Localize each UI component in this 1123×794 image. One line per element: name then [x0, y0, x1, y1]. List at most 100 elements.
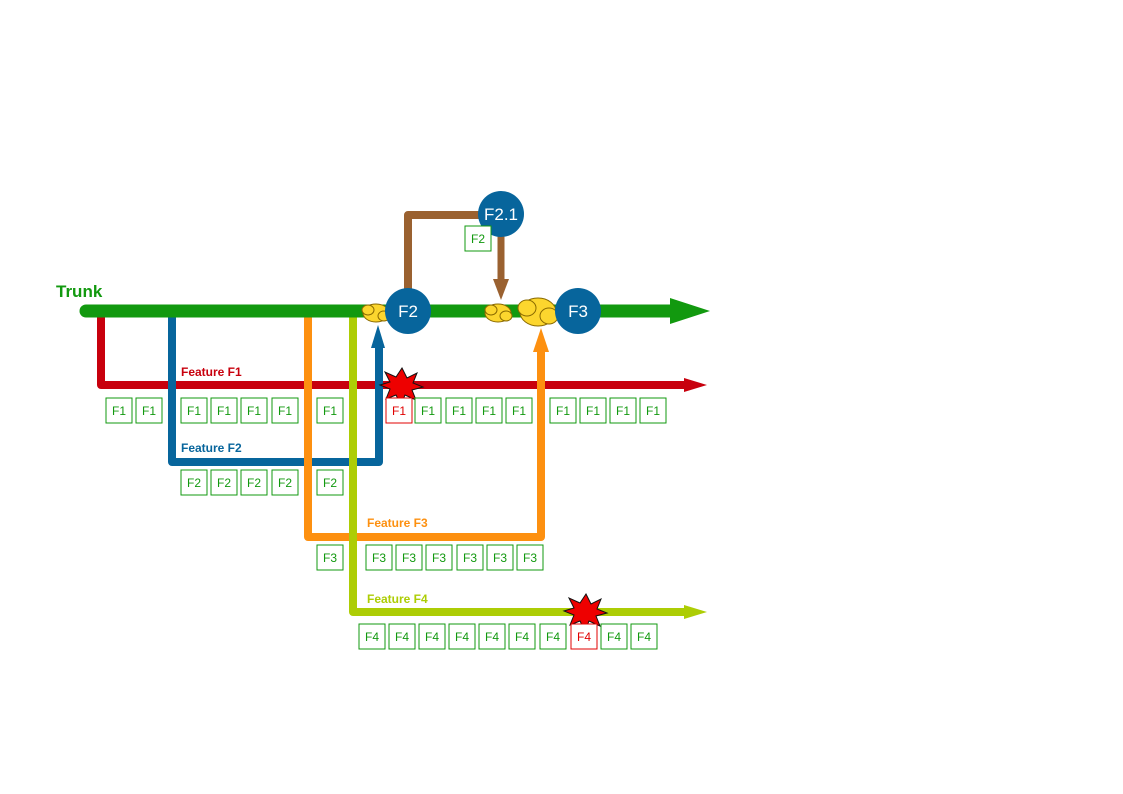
branch-f3-line: [304, 309, 549, 541]
commit-label: F1: [482, 404, 496, 418]
branch-f4-line: [349, 309, 707, 619]
trunk-arrowhead: [670, 298, 710, 324]
branch-f1-label: Feature F1: [181, 365, 242, 379]
commit-label: F1: [556, 404, 570, 418]
branch-f3-merge-arrowhead: [533, 328, 549, 352]
branch-f2-label: Feature F2: [181, 441, 242, 455]
commit-f4-7: F4: [539, 623, 567, 650]
commit-f3-5: F3: [456, 544, 484, 571]
commit-label: F1: [187, 404, 201, 418]
branch-f4-arrowhead: [684, 605, 707, 619]
commit-label: F1: [247, 404, 261, 418]
commit-label: F2: [187, 476, 201, 490]
commit-f3-1: F3: [316, 544, 344, 571]
commit-f4-6: F4: [508, 623, 536, 650]
commit-f4-9: F4: [630, 623, 658, 650]
commit-f4-4: F4: [448, 623, 476, 650]
node-f2-label: F2: [398, 302, 418, 321]
node-f3: F3: [555, 288, 601, 334]
branch-f2-merge-arrowhead: [371, 325, 385, 348]
commit-label: F1: [323, 404, 337, 418]
commit-label: F1: [421, 404, 435, 418]
commit-f1-3: F1: [180, 397, 208, 424]
commit-label: F3: [463, 551, 477, 565]
commit-f1-4: F1: [210, 397, 238, 424]
commit-label: F4: [455, 630, 469, 644]
commit-f1-6: F1: [271, 397, 299, 424]
commit-f1-5: F1: [240, 397, 268, 424]
commit-f3-2: F3: [365, 544, 393, 571]
commit-label: F4: [637, 630, 651, 644]
node-f21-label: F2.1: [484, 205, 518, 224]
commit-f1-1: F1: [105, 397, 133, 424]
commit-f2-4: F2: [271, 469, 299, 496]
commit-f4-2: F4: [388, 623, 416, 650]
commit-label: F4: [395, 630, 409, 644]
branch-f1-arrowhead: [684, 378, 707, 392]
commit-label: F3: [402, 551, 416, 565]
commit-label: F2: [247, 476, 261, 490]
commit-label: F4: [515, 630, 529, 644]
commit-label: F1: [142, 404, 156, 418]
commit-label: F1: [278, 404, 292, 418]
commit-f1-10: F1: [475, 397, 503, 424]
branch-f4-label: Feature F4: [367, 592, 428, 606]
commit-label: F2: [278, 476, 292, 490]
commit-label: F4: [485, 630, 499, 644]
commit-label: F1: [217, 404, 231, 418]
branch-f3-label: Feature F3: [367, 516, 428, 530]
commit-f1-11: F1: [505, 397, 533, 424]
commit-f2-2: F2: [210, 469, 238, 496]
commit-f2-5: F2: [316, 469, 344, 496]
commit-label: F3: [372, 551, 386, 565]
branch-f21-merge-arrowhead: [493, 279, 509, 300]
commit-f1-9: F1: [445, 397, 473, 424]
commit-label: F1: [452, 404, 466, 418]
branch-f2-line: [168, 309, 385, 466]
commit-f2-1: F2: [180, 469, 208, 496]
branch-f1-line: [97, 309, 707, 392]
commit-f3-6: F3: [486, 544, 514, 571]
commit-f2-3: F2: [240, 469, 268, 496]
commit-f1-14: F1: [609, 397, 637, 424]
commit-conflict-f4: F4: [570, 623, 598, 650]
commit-label: F3: [493, 551, 507, 565]
commit-label: F1: [392, 404, 406, 418]
commit-conflict-f1: F1: [385, 397, 413, 424]
commit-f3-7: F3: [516, 544, 544, 571]
commit-label: F4: [607, 630, 621, 644]
node-f3-label: F3: [568, 302, 588, 321]
commit-f1-2: F1: [135, 397, 163, 424]
merge-cloud-f3: [517, 297, 559, 327]
commit-label: F3: [432, 551, 446, 565]
commit-label: F4: [425, 630, 439, 644]
commit-label: F1: [112, 404, 126, 418]
commit-label: F2: [471, 232, 485, 246]
branch-f21-line: [404, 211, 509, 300]
commit-f3-3: F3: [395, 544, 423, 571]
commit-label: F4: [546, 630, 560, 644]
commit-label: F1: [586, 404, 600, 418]
commit-f4-1: F4: [358, 623, 386, 650]
commit-f1-13: F1: [579, 397, 607, 424]
commit-label: F2: [217, 476, 231, 490]
commit-label: F3: [523, 551, 537, 565]
commit-label: F2: [323, 476, 337, 490]
commit-f4-8: F4: [600, 623, 628, 650]
commit-f1-15: F1: [639, 397, 667, 424]
commit-label: F4: [577, 630, 591, 644]
node-f2: F2: [385, 288, 431, 334]
trunk-label: Trunk: [56, 282, 103, 301]
commit-label: F3: [323, 551, 337, 565]
commit-f1-7: F1: [316, 397, 344, 424]
commit-f1-12: F1: [549, 397, 577, 424]
commit-f4-5: F4: [478, 623, 506, 650]
commit-label: F1: [616, 404, 630, 418]
commit-label: F1: [646, 404, 660, 418]
commit-label: F1: [512, 404, 526, 418]
merge-cloud-f21: [484, 303, 513, 323]
commit-f4-3: F4: [418, 623, 446, 650]
commit-f21-1: F2: [464, 225, 492, 252]
